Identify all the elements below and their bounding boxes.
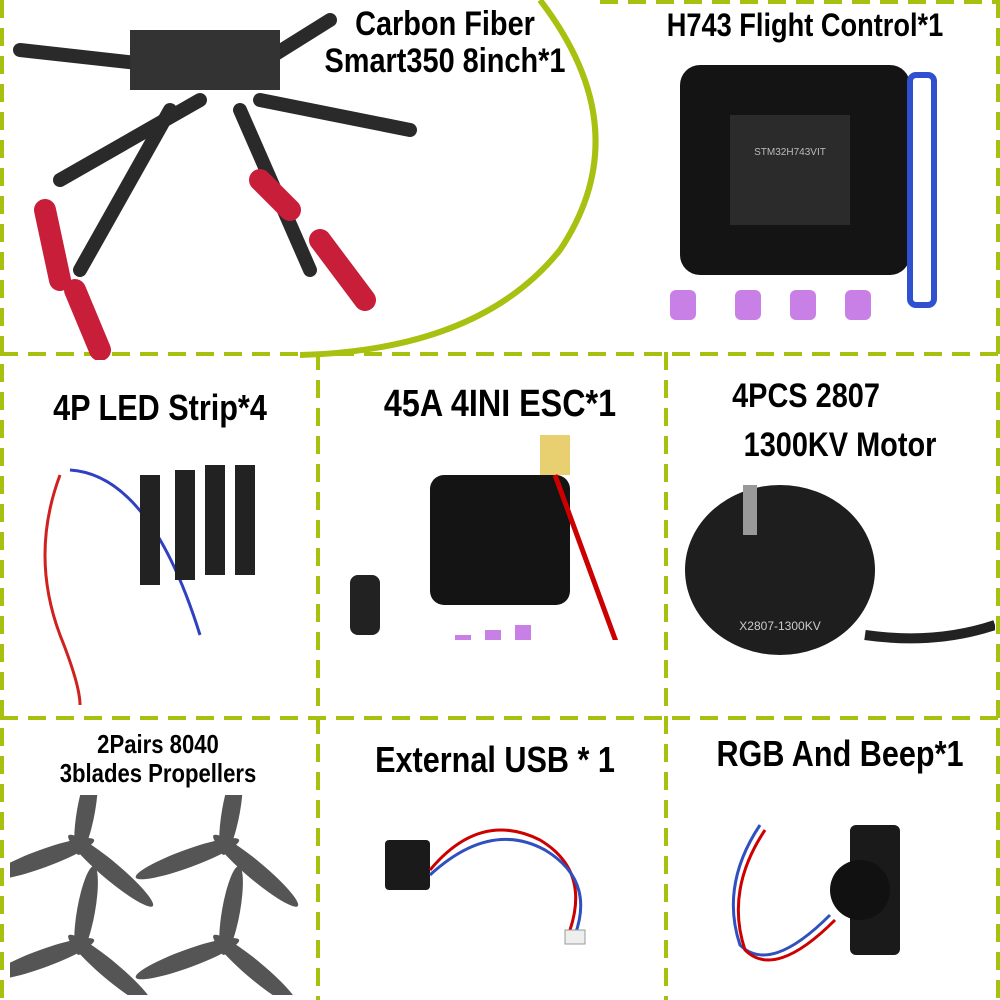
divider	[664, 352, 668, 1000]
buzzer-label: RGB And Beep*1	[716, 733, 964, 774]
flight-controller-image: STM32H743VIT	[670, 65, 937, 320]
esc-label: 45A 4INI ESC*1	[383, 383, 617, 425]
svg-text:X2807-1300KV: X2807-1300KV	[739, 619, 820, 633]
usb-label: External USB * 1	[375, 739, 615, 780]
divider	[316, 352, 320, 1000]
led-strip-label: 4P LED Strip*4	[53, 387, 267, 428]
divider	[996, 0, 1000, 1000]
esc-image	[350, 435, 619, 640]
divider	[0, 0, 4, 1000]
motor-image: X2807-1300KV	[685, 485, 995, 655]
divider	[0, 716, 1000, 720]
carbon-frame-image	[13, 13, 417, 360]
divider	[600, 0, 1000, 4]
usb-board-image	[385, 828, 586, 945]
propellers-image	[10, 795, 299, 995]
svg-text:STM32H743VIT: STM32H743VIT	[754, 147, 826, 158]
curved-divider	[299, 0, 599, 358]
buzzer-image	[731, 824, 900, 962]
divider	[0, 352, 1000, 356]
flight-controller-label: H743 Flight Control*1	[666, 7, 944, 43]
led-strip-image	[43, 465, 255, 706]
